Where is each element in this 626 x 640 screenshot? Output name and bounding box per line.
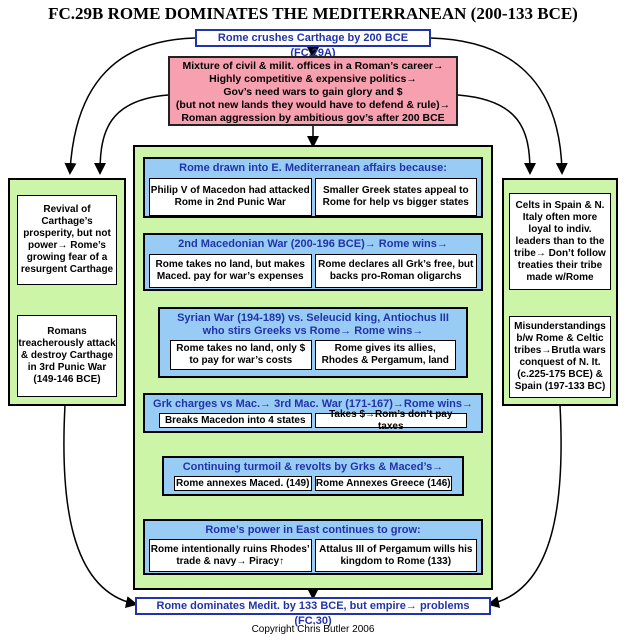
cause-line: Gov’s need wars to gain glory and $ (223, 86, 403, 98)
cause-line: (but not new lands they would have to de… (175, 99, 451, 111)
section-left-cell: Rome annexes Maced. (149) (174, 476, 312, 491)
section-right-cell: Takes $→Rom’s don’t pay taxes (314, 409, 467, 432)
right-bottom-box: Misunderstandings b/w Rome & Celtic trib… (509, 316, 611, 398)
cause-line: Mixture of civil & milit. offices in a R… (182, 60, 444, 72)
causes-box: Mixture of civil & milit. offices in a R… (168, 56, 458, 126)
section-heading: Syrian War (194-189) vs. Seleucid king, … (177, 312, 449, 337)
section-right-cell: Rome Annexes Greece (146) (314, 476, 452, 491)
right-top-box: Celts in Spain & N. Italy often more loy… (509, 193, 611, 290)
section-5: Continuing turmoil & revolts by Grks & M… (162, 456, 464, 496)
arrow-top-to-left-panel (64, 37, 196, 175)
arrow-right-to-bottom (487, 404, 562, 608)
section-heading: Grk charges vs Mac.→ 3rd Mac. War (171-1… (153, 398, 473, 410)
section-2: 2nd Macedonian War (200-196 BCE)→ Rome w… (143, 233, 483, 291)
section-right-cell: Rome declares all Grk’s free, but backs … (314, 254, 477, 288)
arrow-top-to-right-panel (429, 37, 568, 175)
top-box: Rome crushes Carthage by 200 BCE (FC.29A… (195, 29, 431, 59)
arrow-causes-to-left (94, 94, 169, 175)
copyright: Copyright Chris Butler 2006 (251, 624, 375, 635)
section-right-cell: Rome gives its allies, Rhodes & Pergamum… (314, 340, 456, 370)
section-left-cell: Philip V of Macedon had attacked Rome in… (149, 178, 312, 216)
left-bottom-box: Romans treacherously attack & destroy Ca… (17, 315, 117, 397)
cause-line: Roman aggression by ambitious gov’s afte… (181, 112, 445, 124)
bottom-box: Rome dominates Medit. by 133 BCE, but em… (135, 597, 491, 627)
section-4: Grk charges vs Mac.→ 3rd Mac. War (171-1… (143, 393, 483, 433)
left-top-box: Revival of Carthage’s prosperity, but no… (17, 195, 117, 285)
section-left-cell: Rome takes no land, but makes Maced. pay… (149, 254, 312, 288)
section-1: Rome drawn into E. Mediterranean affairs… (143, 157, 483, 218)
section-right-cell: Attalus III of Pergamum wills his kingdo… (314, 539, 477, 572)
page-title: FC.29B ROME DOMINATES THE MEDITERRANEAN … (48, 4, 578, 23)
section-heading: Rome’s power in East continues to grow: (205, 524, 421, 536)
section-left-cell: Rome takes no land, only $ to pay for wa… (170, 340, 312, 370)
cause-line: Highly competitive & expensive politics→ (209, 73, 417, 85)
section-heading: 2nd Macedonian War (200-196 BCE)→ Rome w… (178, 238, 448, 250)
section-6: Rome’s power in East continues to grow: … (143, 519, 483, 575)
section-left-cell: Rome intentionally ruins Rhodes’ trade &… (149, 539, 312, 572)
section-right-cell: Smaller Greek states appeal to Rome for … (314, 178, 477, 216)
section-3: Syrian War (194-189) vs. Seleucid king, … (158, 307, 468, 378)
arrow-left-to-bottom (63, 404, 138, 608)
arrow-causes-to-right (457, 94, 536, 175)
section-heading: Continuing turmoil & revolts by Grks & M… (182, 461, 444, 473)
section-heading: Rome drawn into E. Mediterranean affairs… (179, 162, 447, 174)
section-left-cell: Breaks Macedon into 4 states (159, 413, 312, 428)
